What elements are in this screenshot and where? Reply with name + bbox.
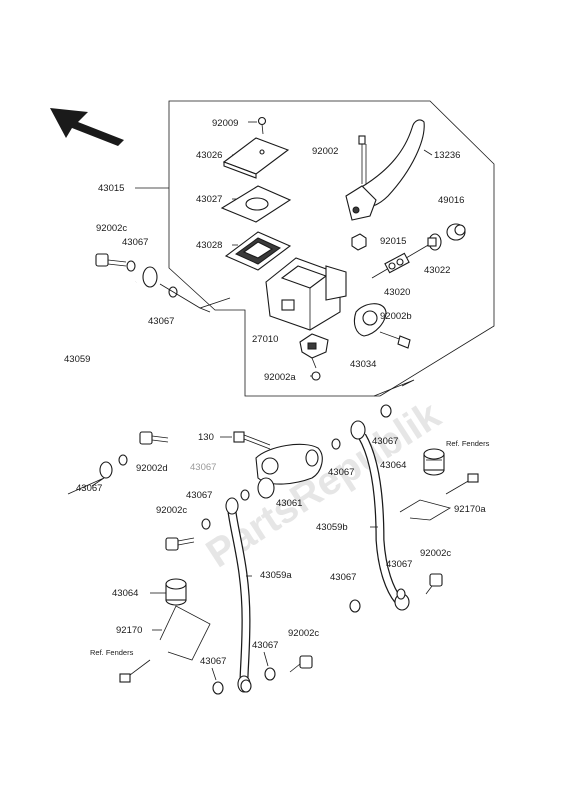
bolt-92002d-part	[139, 431, 169, 445]
label-ref-fenders-left: Ref. Fenders	[90, 648, 134, 657]
label-43067-f: 43067	[330, 572, 356, 583]
label-92002c-mid: 92002c	[156, 505, 187, 516]
label-49016: 49016	[438, 195, 464, 206]
label-43022: 43022	[424, 265, 450, 276]
hose-43059b-part	[350, 420, 410, 611]
label-92002a: 92002a	[264, 372, 296, 383]
label-43059a: 43059a	[260, 570, 292, 581]
washer-part	[380, 404, 392, 418]
label-92002b: 92002b	[380, 311, 412, 322]
label-43067-a: 43067	[122, 237, 148, 248]
label-13236: 13236	[434, 150, 460, 161]
bolt-92002c-top-part	[95, 253, 127, 267]
reservoir-cap-part	[222, 137, 290, 179]
label-92002d: 92002d	[136, 463, 168, 474]
label-43064-right: 43064	[380, 460, 406, 471]
label-43026: 43026	[196, 150, 222, 161]
label-27010: 27010	[252, 334, 278, 345]
dust-boot-part	[446, 223, 466, 241]
label-43020: 43020	[384, 287, 410, 298]
label-92170a: 92170a	[454, 504, 486, 515]
bolt-92002c-mid-part	[165, 537, 195, 551]
label-43028: 43028	[196, 240, 222, 251]
label-43059b: 43059b	[316, 522, 348, 533]
label-43061: 43061	[276, 498, 302, 509]
direction-arrow-icon	[50, 108, 124, 146]
label-130: 130	[198, 432, 214, 443]
washer-part	[240, 679, 252, 693]
label-43067-top-right: 43067	[372, 436, 398, 447]
label-92009: 92009	[212, 118, 238, 129]
label-43015: 43015	[98, 183, 124, 194]
washer-part	[126, 260, 136, 272]
hose-43059-part	[99, 266, 158, 479]
label-43067-i: 43067	[252, 640, 278, 651]
label-43067-e: 43067	[328, 467, 354, 478]
switch-screw-part	[311, 357, 321, 381]
label-43067-b: 43067	[148, 316, 174, 327]
washer-part	[118, 454, 128, 466]
label-92170: 92170	[116, 625, 142, 636]
banjo-bolt-130-part	[220, 431, 271, 450]
washer-part	[212, 681, 224, 695]
clip-92170a-part	[399, 499, 452, 521]
hose-43059a-part	[225, 497, 251, 693]
washer-part	[349, 599, 361, 613]
grommet-right-part	[423, 448, 445, 476]
bolt-92002c-right-part	[425, 573, 443, 595]
washer-part	[264, 667, 276, 681]
label-43059: 43059	[64, 354, 90, 365]
label-43067-d: 43067	[186, 490, 212, 501]
label-43067-faint: 43067	[190, 462, 216, 473]
three-way-joint-part	[255, 443, 323, 499]
lever-nut-part	[351, 233, 367, 251]
washer-part	[240, 489, 250, 501]
screw-part-92009	[248, 116, 267, 135]
fender-bolt-left-part	[119, 659, 151, 683]
piston-assembly-part	[371, 233, 442, 279]
label-43067-g: 43067	[386, 559, 412, 570]
label-43034: 43034	[350, 359, 376, 370]
lever-bolt-part	[358, 135, 367, 184]
master-cylinder-body-part	[265, 257, 347, 331]
assembly-outline	[168, 100, 495, 397]
clip-92170-part	[159, 605, 211, 661]
label-43027: 43027	[196, 194, 222, 205]
diaphragm-part	[224, 231, 292, 271]
fender-bolt-right-part	[445, 473, 479, 495]
label-92002c-bottom: 92002c	[288, 628, 319, 639]
clamp-bolt-part	[353, 303, 411, 349]
label-ref-fenders-right: Ref. Fenders	[446, 439, 490, 448]
brake-switch-part	[299, 333, 329, 359]
label-92002c-right: 92002c	[420, 548, 451, 559]
diaphragm-plate-part	[220, 185, 292, 223]
grommet-left-part	[165, 578, 187, 606]
washer-part	[396, 588, 406, 600]
label-92002c-top: 92002c	[96, 223, 127, 234]
label-43067-h: 43067	[200, 656, 226, 667]
washer-part	[331, 438, 341, 450]
brake-lever-part	[345, 119, 425, 221]
label-43064-left: 43064	[112, 588, 138, 599]
label-92002: 92002	[312, 146, 338, 157]
bolt-92002c-bottom-part	[289, 655, 313, 673]
label-92015: 92015	[380, 236, 406, 247]
label-43067-c: 43067	[76, 483, 102, 494]
washer-part	[201, 518, 211, 530]
